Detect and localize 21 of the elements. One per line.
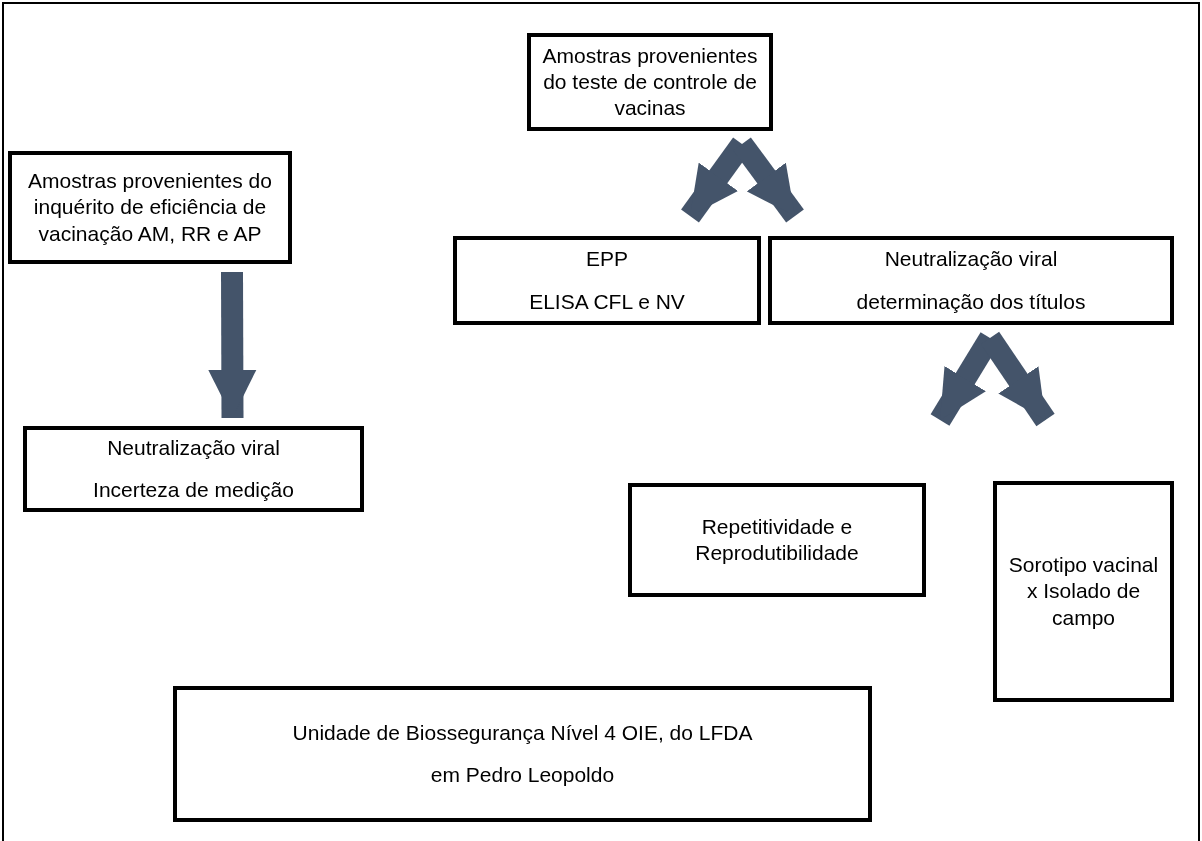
process-box <box>628 483 926 597</box>
box-text: Amostras provenientes do teste de controle de vacinas <box>541 42 759 122</box>
box-text: Unidade de Biossegurança Nível 4 OIE, do LFDA <box>292 719 753 746</box>
box-text: Neutralização viral <box>107 434 280 461</box>
process-box <box>768 236 1174 325</box>
process-box <box>23 426 364 512</box>
box-text: determinação dos títulos <box>856 288 1086 315</box>
process-box <box>527 33 773 131</box>
box-text: Repetitividade e Reprodutibilidade <box>694 513 860 566</box>
process-box <box>8 151 292 264</box>
box-text: Amostras provenientes do inquérito de eficiência de vacinação AM, RR e AP <box>27 168 273 247</box>
box-text: Neutralização viral <box>884 246 1058 273</box>
box-text: EPP <box>586 246 628 273</box>
box-text: Sorotipo vacinal x Isolado de campo <box>1007 552 1160 631</box>
box-text: ELISA CFL e NV <box>529 288 685 315</box>
process-box <box>453 236 761 325</box>
process-box <box>993 481 1174 702</box>
box-text: em Pedro Leopoldo <box>430 762 615 788</box>
box-text: Incerteza de medição <box>93 477 294 503</box>
process-box <box>173 686 872 822</box>
block-arrow <box>208 271 257 419</box>
